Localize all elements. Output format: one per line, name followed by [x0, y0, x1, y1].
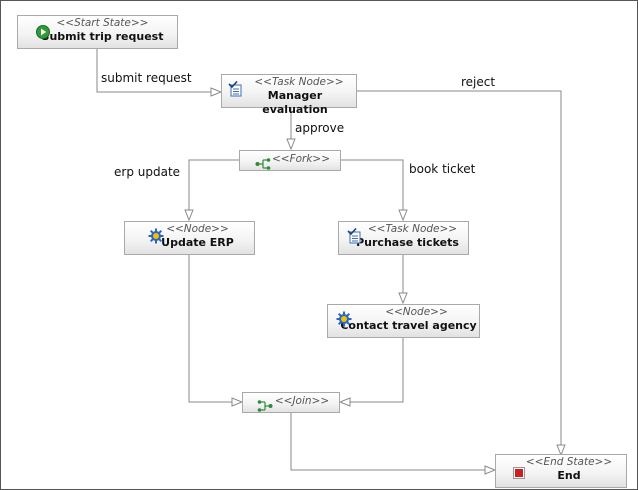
contact-stereotype: <<Node>>	[385, 306, 448, 318]
edge-erp-update	[189, 159, 239, 220]
task-icon	[347, 227, 363, 248]
gear-icon	[148, 228, 164, 248]
label-submit-request: submit request	[101, 71, 192, 85]
purchase-name: Purchase tickets	[356, 236, 459, 249]
label-reject: reject	[461, 75, 496, 89]
end-stereotype: <<End State>>	[525, 456, 613, 468]
edge-submit-request	[96, 49, 221, 92]
start-state-node[interactable]: <<Start State>> Submit trip request	[17, 15, 178, 49]
stop-icon	[513, 464, 525, 483]
join-stereotype: <<Join>>	[274, 395, 330, 407]
task-icon	[228, 80, 244, 101]
end-name: End	[557, 469, 581, 482]
start-stereotype: <<Start State>>	[56, 17, 149, 29]
manager-evaluation-node[interactable]: <<Task Node>> Manager evaluation	[221, 74, 357, 116]
end-state-node[interactable]: <<End State>> End	[495, 454, 627, 488]
edge-reject	[357, 90, 561, 455]
fork-node[interactable]: <<Fork>>	[239, 150, 341, 171]
purchase-stereotype: <<Task Node>>	[367, 223, 458, 235]
update-erp-name: Update ERP	[161, 236, 234, 249]
label-erp-update: erp update	[114, 165, 181, 179]
label-approve: approve	[295, 121, 345, 135]
contact-travel-agency-node[interactable]: <<Node>> Contact travel agency	[327, 304, 480, 338]
manager-name: Manager evaluation	[262, 89, 328, 116]
edge-contact-to-join	[340, 338, 404, 402]
fork-stereotype: <<Fork>>	[271, 153, 331, 165]
edge-book-ticket	[341, 159, 403, 220]
edge-join-to-end	[290, 413, 495, 470]
join-node[interactable]: <<Join>>	[242, 392, 340, 413]
join-icon	[257, 397, 273, 416]
manager-stereotype: <<Task Node>>	[254, 76, 344, 88]
contact-name: Contact travel agency	[340, 319, 477, 332]
purchase-tickets-node[interactable]: <<Task Node>> Purchase tickets	[338, 221, 469, 255]
edge-update-erp-to-join	[188, 255, 242, 402]
label-book-ticket: book ticket	[409, 162, 476, 176]
gear-icon	[336, 311, 352, 331]
fork-icon	[255, 155, 271, 174]
update-erp-node[interactable]: <<Node>> Update ERP	[124, 221, 255, 255]
update-erp-stereotype: <<Node>>	[166, 223, 229, 235]
start-name: Submit trip request	[41, 30, 164, 43]
play-icon	[36, 24, 50, 43]
